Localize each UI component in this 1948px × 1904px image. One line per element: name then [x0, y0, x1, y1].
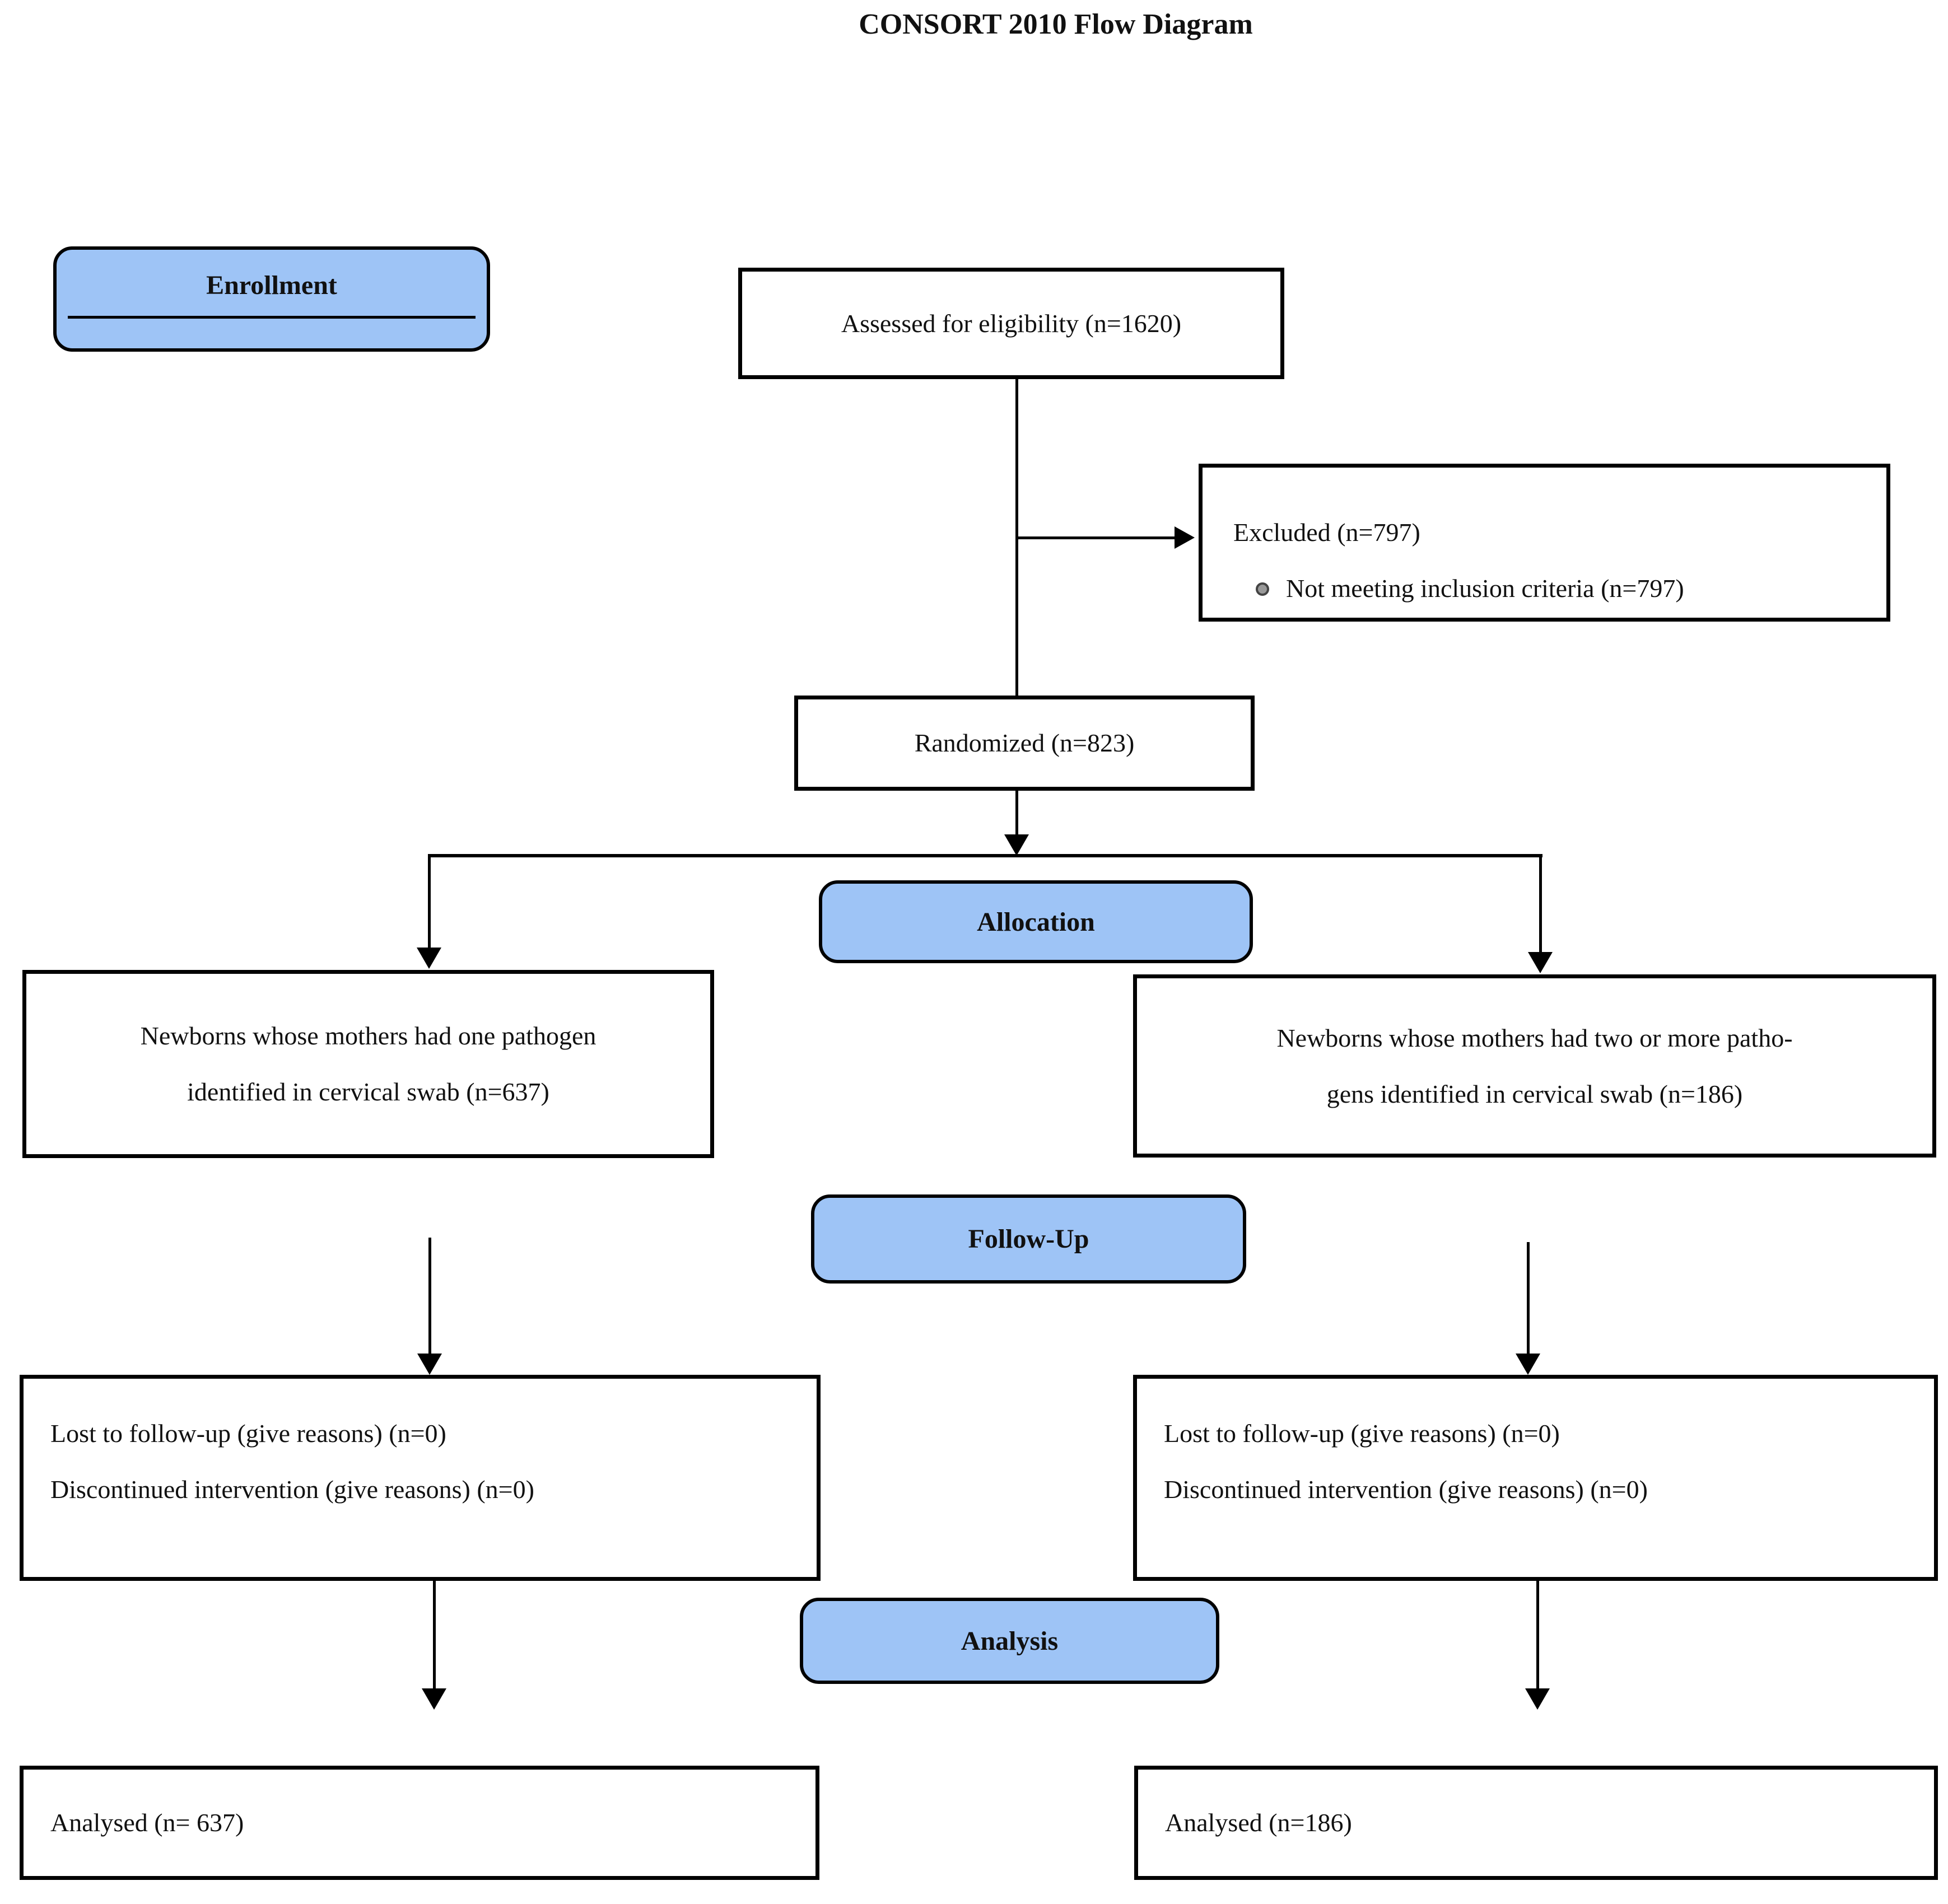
analysed-left-text: Analysed (n= 637) — [50, 1808, 244, 1837]
analysis-badge-label: Analysis — [961, 1626, 1059, 1656]
followup-left-box: Lost to follow-up (give reasons) (n=0) D… — [20, 1375, 821, 1581]
followup-badge-label: Follow-Up — [968, 1224, 1089, 1254]
connector-randomized-to-junction — [1015, 791, 1018, 836]
analysed-left-box: Analysed (n= 637) — [20, 1766, 819, 1880]
arrowhead-excluded-icon — [1175, 526, 1195, 549]
connector-allocation-right-to-followup — [1527, 1242, 1530, 1354]
excluded-box-title: Excluded (n=797) — [1233, 518, 1420, 547]
excluded-box-bullet-text: Not meeting inclusion criteria (n=797) — [1286, 574, 1684, 603]
arrowhead-allocation-left-icon — [417, 948, 441, 969]
connector-drop-allocation-right — [1539, 857, 1542, 952]
enrollment-badge-underline — [68, 316, 476, 319]
arrowhead-analysed-left-icon — [422, 1688, 446, 1710]
followup-right-line1: Lost to follow-up (give reasons) (n=0) — [1164, 1419, 1560, 1448]
connector-followup-right-to-analysed — [1536, 1581, 1539, 1688]
analysed-right-box: Analysed (n=186) — [1134, 1766, 1938, 1880]
allocation-badge: Allocation — [819, 880, 1253, 963]
followup-left-line2: Discontinued intervention (give reasons)… — [50, 1475, 534, 1504]
arrowhead-followup-left-icon — [417, 1354, 442, 1375]
excluded-box-bullet-line: Not meeting inclusion criteria (n=797) — [1233, 561, 1870, 617]
followup-right-line2: Discontinued intervention (give reasons)… — [1164, 1475, 1648, 1504]
followup-badge: Follow-Up — [811, 1194, 1246, 1284]
enrollment-badge: Enrollment — [53, 246, 490, 352]
allocation-left-box: Newborns whose mothers had one pathogen … — [22, 970, 714, 1158]
assessed-box-text: Assessed for eligibility (n=1620) — [841, 309, 1182, 338]
connector-split-horizontal — [428, 854, 1542, 857]
arrowhead-analysed-right-icon — [1525, 1688, 1550, 1710]
allocation-badge-label: Allocation — [977, 907, 1095, 937]
allocation-left-line2: identified in cervical swab (n=637) — [187, 1077, 549, 1106]
randomized-box-text: Randomized (n=823) — [914, 729, 1135, 757]
analysis-badge: Analysis — [800, 1598, 1219, 1684]
allocation-right-line1: Newborns whose mothers had two or more p… — [1276, 1023, 1793, 1052]
followup-right-box: Lost to follow-up (give reasons) (n=0) D… — [1133, 1375, 1938, 1581]
followup-left-line1: Lost to follow-up (give reasons) (n=0) — [50, 1419, 446, 1448]
randomized-box: Randomized (n=823) — [794, 696, 1255, 791]
bullet-icon — [1256, 582, 1269, 596]
arrowhead-followup-right-icon — [1516, 1354, 1540, 1375]
arrowhead-allocation-right-icon — [1528, 952, 1553, 973]
enrollment-badge-label: Enrollment — [206, 270, 337, 300]
assessed-box: Assessed for eligibility (n=1620) — [738, 268, 1284, 379]
connector-followup-left-to-analysed — [433, 1581, 436, 1688]
allocation-right-box: Newborns whose mothers had two or more p… — [1133, 974, 1936, 1158]
connector-allocation-left-to-followup — [428, 1238, 431, 1354]
excluded-box: Excluded (n=797) Not meeting inclusion c… — [1199, 464, 1890, 622]
diagram-title: CONSORT 2010 Flow Diagram — [859, 8, 1253, 40]
allocation-left-line1: Newborns whose mothers had one pathogen — [140, 1021, 596, 1050]
connector-drop-allocation-left — [428, 857, 431, 948]
connector-branch-to-excluded — [1017, 536, 1176, 539]
allocation-right-line2: gens identified in cervical swab (n=186) — [1326, 1079, 1743, 1108]
analysed-right-text: Analysed (n=186) — [1165, 1808, 1352, 1837]
arrowhead-junction-icon — [1004, 834, 1029, 856]
